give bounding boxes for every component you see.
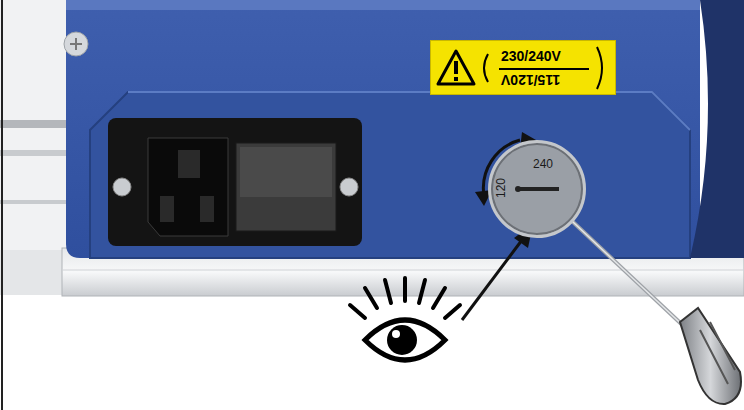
housing-side — [690, 0, 744, 258]
power-switch — [236, 143, 336, 231]
warning-label: 230/240V 115/120V — [430, 40, 616, 95]
inlet-frame — [108, 118, 362, 246]
side-groove — [0, 150, 70, 156]
rail-line — [62, 270, 744, 271]
inlet-screw — [340, 178, 358, 196]
dial-indicator — [519, 187, 559, 191]
side-groove — [0, 200, 70, 204]
bracket-arrow — [593, 43, 613, 93]
warning-triangle — [436, 48, 496, 88]
screw-slot — [70, 38, 82, 50]
voltage-text: 115/120V — [501, 72, 560, 88]
housing-edge — [66, 0, 700, 10]
dial-mark: 240 — [533, 157, 553, 171]
divider-bar — [499, 68, 589, 70]
frame-line — [1, 0, 3, 410]
pointer-arrow — [462, 236, 525, 320]
side-groove — [0, 250, 70, 295]
socket-pin — [178, 150, 200, 178]
screwdriver — [556, 206, 741, 404]
socket-pin — [160, 196, 174, 222]
side-panel — [0, 0, 70, 295]
power-socket — [148, 138, 228, 236]
recessed-panel — [90, 92, 690, 258]
screw — [64, 32, 88, 56]
dial-dot — [515, 186, 521, 192]
switch-rocker — [240, 147, 332, 197]
side-groove — [0, 120, 70, 128]
socket-pin — [200, 196, 214, 222]
voltage-dial: 240 120 — [488, 140, 586, 238]
dial-mark: 120 — [494, 178, 508, 198]
voltage-text: 230/240V — [501, 48, 561, 64]
inlet-screw — [113, 178, 131, 196]
eye-icon — [350, 278, 460, 360]
housing — [66, 0, 700, 258]
